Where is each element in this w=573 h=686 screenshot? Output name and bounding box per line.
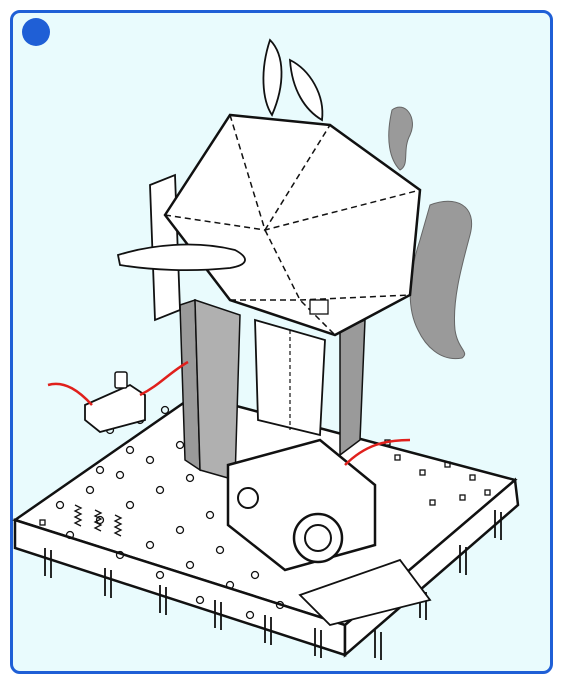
step-number-badge <box>22 18 50 46</box>
gray-tail-panel <box>410 201 471 358</box>
gray-antenna <box>389 107 413 170</box>
decorative-horns <box>263 40 322 120</box>
head-fin <box>118 245 245 271</box>
